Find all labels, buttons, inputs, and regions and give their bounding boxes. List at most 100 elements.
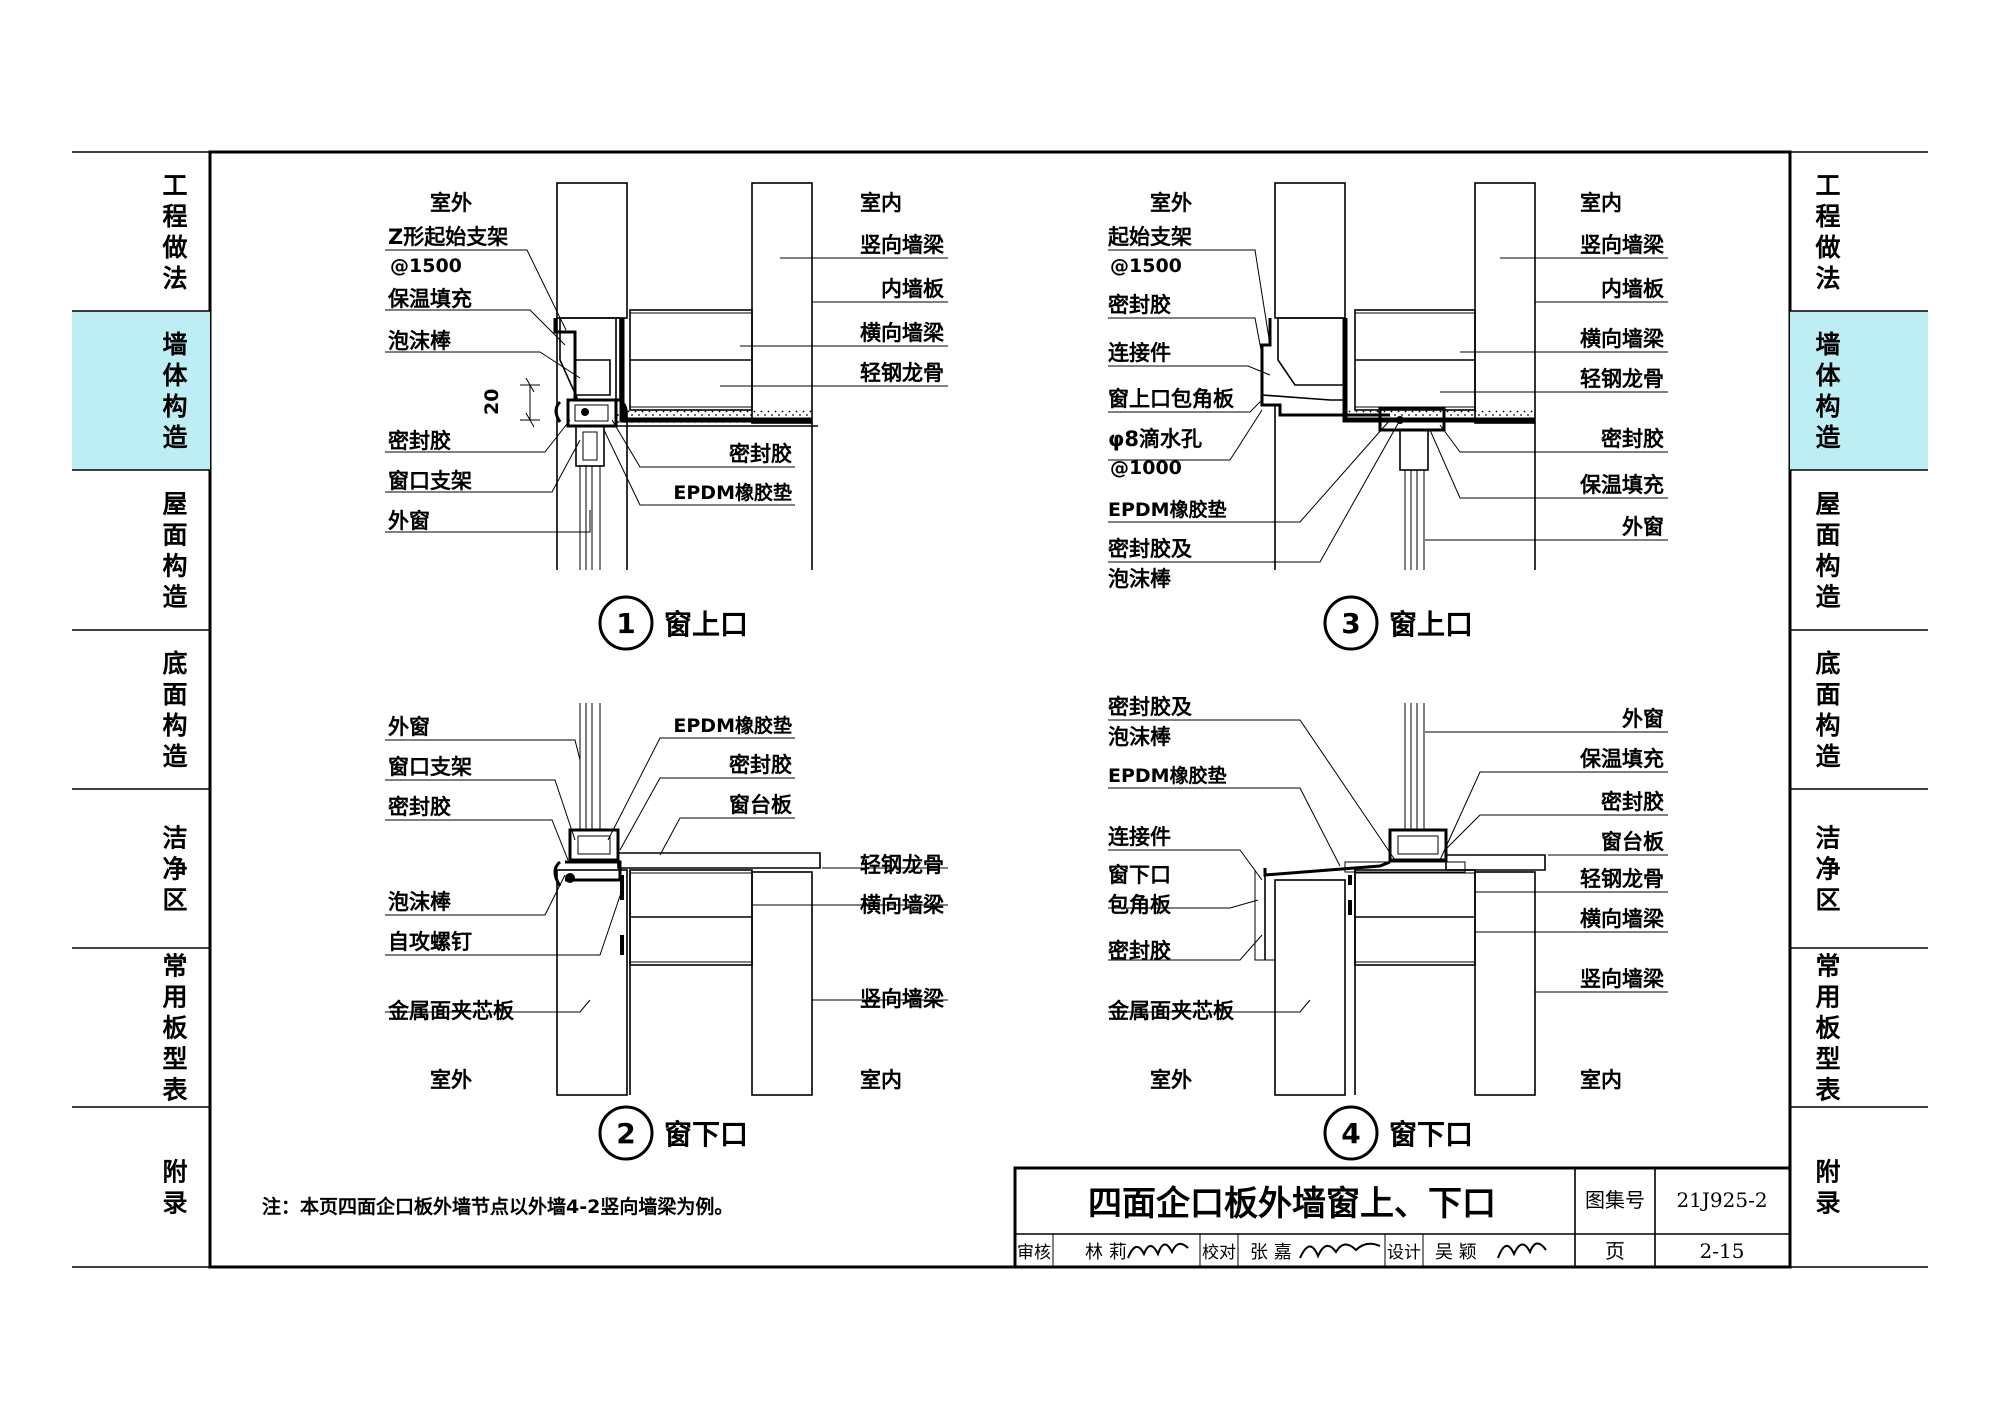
detail-4-label: 密封胶 (1108, 939, 1171, 963)
detail-1-number: 1 (616, 607, 635, 640)
detail-3-label: @1000 (1110, 457, 1182, 479)
detail-1-label: 外窗 (388, 509, 430, 533)
detail-2-number: 2 (616, 1117, 635, 1150)
detail-1-label: 内墙板 (881, 277, 945, 301)
detail-1-label: EPDM橡胶垫 (673, 481, 792, 504)
detail-2-label: 泡沫棒 (388, 890, 452, 914)
sidebar-left-tab-6[interactable]: 附录 (162, 1158, 187, 1218)
detail-4-label: EPDM橡胶垫 (1108, 764, 1227, 787)
detail-2-drawing (385, 703, 948, 1096)
sidebar-right-tab-6[interactable]: 附录 (1815, 1158, 1840, 1218)
detail-4-label: 密封胶 (1601, 790, 1664, 814)
detail-1-right-labels: 竖向墙梁 内墙板 横向墙梁 轻钢龙骨 密封胶 EPDM橡胶垫 (673, 233, 945, 504)
sidebar-right-tab-4[interactable]: 洁净区 (1815, 824, 1840, 915)
detail-1-label: 密封胶 (729, 442, 792, 466)
detail-1-label: 竖向墙梁 (860, 233, 945, 257)
detail-3-title: 窗上口 (1389, 608, 1473, 641)
detail-3-number-circle (1323, 595, 1379, 651)
sidebar-left-tab-3[interactable]: 底面构造 (162, 649, 187, 771)
detail-3-outside-label: 室外 (1150, 191, 1192, 215)
check-name: 张 嘉 (1250, 1242, 1292, 1263)
sidebar-left-tab-2[interactable]: 屋面构造 (162, 490, 187, 612)
page-label: 页 (1605, 1239, 1625, 1263)
detail-2-label: 竖向墙梁 (860, 987, 945, 1011)
detail-3-label: EPDM橡胶垫 (1108, 498, 1227, 521)
detail-4-label: 密封胶及 (1108, 695, 1193, 719)
detail-4-inside-label: 室内 (1580, 1068, 1622, 1092)
design-label: 设计 (1387, 1243, 1421, 1263)
detail-1-inside-label: 室内 (860, 191, 902, 215)
drawing-frame (208, 150, 1792, 1269)
detail-1-label: @1500 (390, 255, 462, 277)
review-label: 审核 (1017, 1243, 1051, 1263)
detail-2-label: 窗口支架 (388, 755, 472, 779)
sidebar-right-tab-2[interactable]: 屋面构造 (1815, 490, 1840, 612)
detail-3-label: 密封胶 (1108, 293, 1171, 317)
detail-1-title: 窗上口 (664, 608, 748, 641)
detail-4-caption: 4 窗下口 (1323, 1105, 1473, 1161)
sidebar-left-tab-0[interactable]: 工程做法 (161, 171, 187, 293)
atlas-number: 21J925-2 (1676, 1188, 1767, 1212)
title-block: 四面企口板外墙窗上、下口 图集号 21J925-2 页 2-15 审核 林 莉 … (1013, 1166, 1792, 1269)
detail-3-drawing (1108, 182, 1668, 570)
sidebar-right-tab-0[interactable]: 工程做法 (1814, 171, 1840, 293)
detail-4-number: 4 (1341, 1117, 1360, 1150)
detail-4-drawing (1108, 703, 1668, 1096)
detail-3-label: 连接件 (1108, 341, 1171, 365)
detail-4-left-labels: 密封胶及 泡沫棒 EPDM橡胶垫 连接件 窗下口 包角板 密封胶 金属面夹芯板 (1107, 695, 1235, 1023)
sidebar-right-tab-3[interactable]: 底面构造 (1815, 649, 1840, 771)
detail-2-label: 窗台板 (729, 793, 793, 817)
detail-1-label: 轻钢龙骨 (860, 361, 944, 385)
detail-1-outside-label: 室外 (430, 191, 472, 215)
design-signature (1497, 1242, 1547, 1259)
detail-3-label: 保温填充 (1579, 473, 1664, 497)
detail-2-label: 金属面夹芯板 (387, 999, 515, 1023)
sidebar-tab-active-bg (1790, 311, 1928, 470)
detail-1-label: 密封胶 (388, 429, 451, 453)
sidebar-tab-active-bg (72, 311, 210, 470)
detail-4-label: 包角板 (1108, 893, 1172, 917)
detail-4-label: 金属面夹芯板 (1107, 999, 1235, 1023)
sidebar-left-tab-4[interactable]: 洁净区 (162, 824, 187, 915)
detail-4-label: 保温填充 (1579, 747, 1664, 771)
detail-2-label: EPDM橡胶垫 (673, 714, 792, 737)
detail-1-left-labels: Z形起始支架 @1500 保温填充 泡沫棒 密封胶 窗口支架 外窗 (387, 225, 508, 533)
detail-4-outside-label: 室外 (1150, 1068, 1192, 1092)
sidebar-right-tab-1[interactable]: 墙体构造 (1815, 330, 1841, 452)
detail-4-label: 泡沫棒 (1108, 725, 1172, 749)
detail-2-inside-label: 室内 (860, 1068, 902, 1092)
detail-3-label: @1500 (1110, 255, 1182, 277)
detail-3-label: 密封胶及 (1108, 537, 1193, 561)
sidebar-left-tab-5[interactable]: 常用板型表 (162, 952, 188, 1105)
detail-3-inside-label: 室内 (1580, 191, 1622, 215)
detail-1-label: 横向墙梁 (860, 321, 945, 345)
sidebar-right-tab-5[interactable]: 常用板型表 (1815, 952, 1841, 1105)
sidebar-left-tab-1[interactable]: 墙体构造 (162, 330, 188, 452)
detail-3-label: φ8滴水孔 (1108, 427, 1202, 451)
detail-4-label: 横向墙梁 (1580, 907, 1665, 931)
detail-1-label: 泡沫棒 (388, 329, 452, 353)
drawing-title: 四面企口板外墙窗上、下口 (1088, 1184, 1496, 1224)
detail-1-number-circle (598, 595, 654, 651)
detail-4-title: 窗下口 (1389, 1118, 1473, 1151)
detail-2-label: 轻钢龙骨 (860, 853, 944, 877)
review-signature (1127, 1242, 1189, 1259)
detail-2-left-labels: 外窗 窗口支架 密封胶 泡沫棒 自攻螺钉 金属面夹芯板 (387, 715, 515, 1023)
detail-2-caption: 2 窗下口 (598, 1105, 748, 1161)
detail-1-dimension: 20 (481, 389, 503, 415)
detail-4-label: 外窗 (1622, 707, 1664, 731)
detail-3-label: 轻钢龙骨 (1580, 367, 1664, 391)
detail-3-left-labels: 起始支架 @1500 密封胶 连接件 窗上口包角板 φ8滴水孔 @1000 EP… (1107, 225, 1235, 591)
detail-4-number-circle (1323, 1105, 1379, 1161)
detail-3-number: 3 (1341, 607, 1360, 640)
check-label: 校对 (1202, 1243, 1236, 1263)
detail-3-label: 密封胶 (1601, 427, 1664, 451)
review-name: 林 莉 (1085, 1242, 1127, 1263)
detail-2-label: 外窗 (388, 715, 430, 739)
atlas-label: 图集号 (1585, 1188, 1645, 1212)
detail-3-label: 起始支架 (1107, 225, 1192, 249)
detail-3-right-labels: 竖向墙梁 内墙板 横向墙梁 轻钢龙骨 密封胶 保温填充 外窗 (1579, 233, 1665, 539)
detail-4-label: 轻钢龙骨 (1580, 867, 1664, 891)
detail-2-outside-label: 室外 (430, 1068, 472, 1092)
